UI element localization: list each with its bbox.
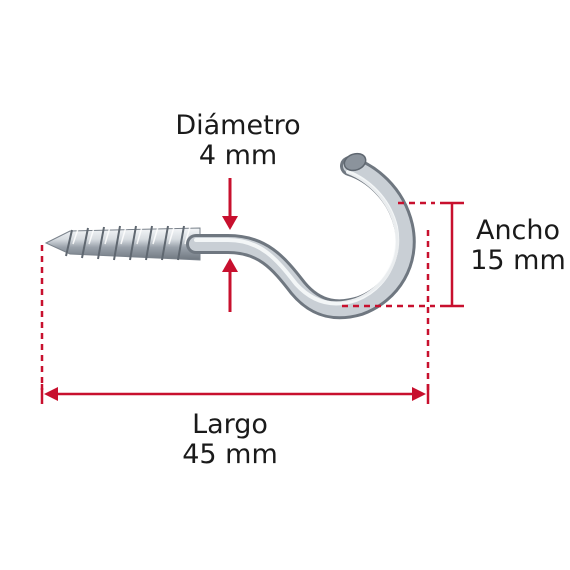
length-label: Largo 45 mm xyxy=(160,410,300,470)
diameter-indicator xyxy=(222,178,238,312)
diameter-title: Diámetro xyxy=(175,110,301,141)
screw-hook xyxy=(44,152,416,320)
length-title: Largo xyxy=(192,409,268,440)
width-label: Ancho 15 mm xyxy=(468,216,568,276)
width-value: 15 mm xyxy=(470,245,566,276)
ancho-dimension xyxy=(342,201,464,308)
hook-tip xyxy=(343,152,367,172)
diameter-value: 4 mm xyxy=(198,140,278,171)
screw-thread xyxy=(44,225,201,261)
length-value: 45 mm xyxy=(182,439,278,470)
largo-dimension xyxy=(40,230,430,404)
diameter-label: Diámetro 4 mm xyxy=(168,111,308,171)
width-title: Ancho xyxy=(475,215,561,246)
